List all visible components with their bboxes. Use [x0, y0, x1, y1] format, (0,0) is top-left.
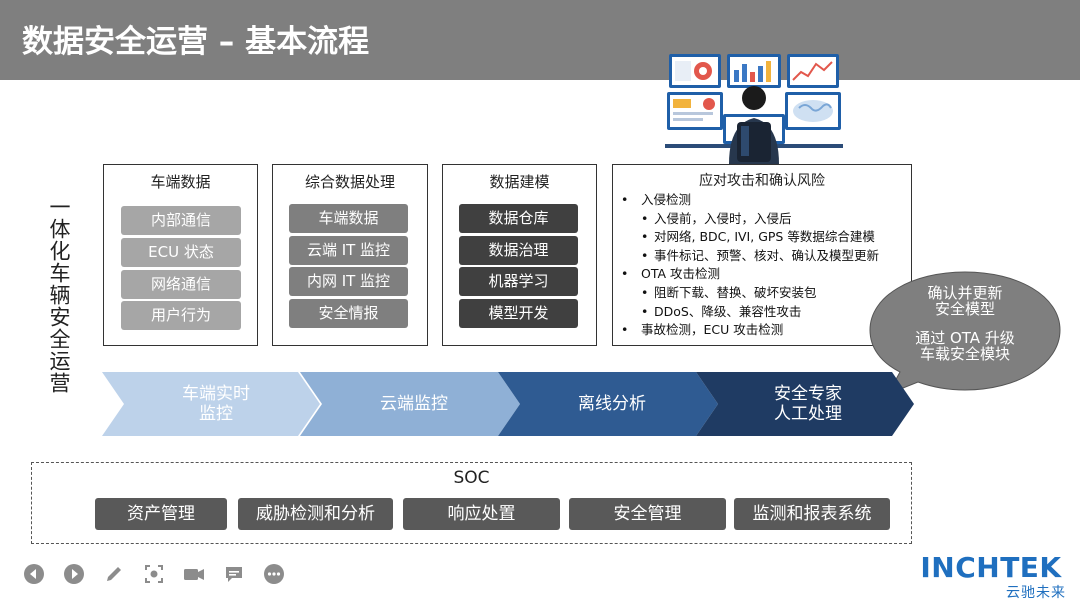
flow-step-label: 安全专家人工处理	[720, 372, 896, 436]
soc-item-asset-management: 资产管理	[95, 498, 227, 530]
risk-list: 入侵检测 入侵前，入侵时，入侵后 对网络, BDC, IVI, GPS 等数据综…	[621, 191, 905, 340]
chevron-step-3	[498, 372, 718, 436]
risk-line: 事故检测，ECU 攻击检测	[621, 321, 905, 340]
bubble-line: 通过 OTA 升级	[915, 329, 1015, 347]
risk-line: 对网络, BDC, IVI, GPS 等数据综合建模	[621, 228, 905, 247]
panel-data-modeling: 数据建模 数据仓库 数据治理 机器学习 模型开发	[442, 164, 597, 346]
soc-item-monitoring-reporting: 监测和报表系统	[734, 498, 890, 530]
flow-step-line: 人工处理	[774, 404, 842, 424]
speech-bubble	[869, 271, 1061, 395]
soc-item-security-management: 安全管理	[569, 498, 726, 530]
risk-line: DDoS、降级、兼容性攻击	[621, 303, 905, 322]
panel-title: 应对攻击和确认风险	[699, 173, 825, 189]
soc-title: SOC	[453, 468, 490, 488]
panel-title: 综合数据处理	[304, 173, 395, 191]
pill-item: 模型开发	[459, 299, 578, 328]
flow-step-line: 云端监控	[380, 394, 448, 414]
brand-cn-name: 云驰未来	[1006, 585, 1066, 601]
flow-step-label: 云端监控	[326, 372, 502, 436]
pill-item: 安全情报	[289, 299, 408, 328]
chevron-step-4	[696, 372, 914, 436]
pill-item: 数据仓库	[459, 204, 578, 233]
risk-line: 阻断下载、替换、破坏安装包	[621, 284, 905, 303]
title-bar: 数据安全运营 – 基本流程	[0, 0, 1080, 80]
chevron-step-2	[300, 372, 520, 436]
flow-step-label: 车端实时监控	[128, 372, 304, 436]
pill-item: 车端数据	[289, 204, 408, 233]
pill-item: 内网 IT 监控	[289, 267, 408, 296]
focus-icon[interactable]	[142, 562, 166, 586]
presentation-toolbar	[22, 562, 286, 586]
risk-line: 入侵检测	[621, 191, 905, 210]
pill-item: ECU 状态	[121, 238, 241, 267]
page-title: 数据安全运营 – 基本流程	[22, 24, 370, 60]
vertical-title: 一体化车辆安全运营	[47, 196, 71, 394]
risk-line: 事件标记、预警、核对、确认及模型更新	[621, 247, 905, 266]
chevron-step-1	[102, 372, 320, 436]
flow-step-label: 离线分析	[524, 372, 700, 436]
flow-step-line: 车端实时	[182, 384, 250, 404]
pill-item: 数据治理	[459, 236, 578, 265]
panel-vehicle-data: 车端数据 内部通信 ECU 状态 网络通信 用户行为	[103, 164, 258, 346]
flow-step-line: 监控	[199, 404, 233, 424]
bubble-text: 确认并更新 安全模型 通过 OTA 升级 车载安全模块	[888, 285, 1042, 362]
bubble-line: 安全模型	[934, 300, 995, 318]
prev-icon[interactable]	[22, 562, 46, 586]
flow-step-line: 安全专家	[774, 384, 842, 404]
flow-step-line: 离线分析	[578, 394, 646, 414]
next-icon[interactable]	[62, 562, 86, 586]
brand-name: INCHTEK	[920, 551, 1062, 584]
brand-logo: INCHTEK 云驰未来	[912, 551, 1072, 601]
pill-item: 用户行为	[121, 301, 241, 330]
camera-icon[interactable]	[182, 562, 206, 586]
more-icon[interactable]	[262, 562, 286, 586]
pen-icon[interactable]	[102, 562, 126, 586]
panel-title: 数据建模	[489, 173, 550, 191]
bubble-line: 确认并更新	[927, 284, 1003, 302]
soc-box: SOC 资产管理 威胁检测和分析 响应处置 安全管理 监测和报表系统	[31, 462, 912, 544]
pill-item: 网络通信	[121, 270, 241, 299]
panel-title: 车端数据	[150, 173, 211, 191]
pill-item: 云端 IT 监控	[289, 236, 408, 265]
analyst-monitors-illustration	[665, 52, 843, 164]
risk-line: OTA 攻击检测	[621, 265, 905, 284]
panel-attack-response: 应对攻击和确认风险 入侵检测 入侵前，入侵时，入侵后 对网络, BDC, IVI…	[612, 164, 912, 346]
bubble-line: 车载安全模块	[919, 345, 1010, 363]
soc-item-response: 响应处置	[403, 498, 560, 530]
pill-item: 内部通信	[121, 206, 241, 235]
chat-icon[interactable]	[222, 562, 246, 586]
panel-data-processing: 综合数据处理 车端数据 云端 IT 监控 内网 IT 监控 安全情报	[272, 164, 428, 346]
soc-item-threat-detection: 威胁检测和分析	[238, 498, 393, 530]
risk-line: 入侵前，入侵时，入侵后	[621, 210, 905, 229]
pill-item: 机器学习	[459, 267, 578, 296]
flow-chevrons	[102, 372, 914, 436]
